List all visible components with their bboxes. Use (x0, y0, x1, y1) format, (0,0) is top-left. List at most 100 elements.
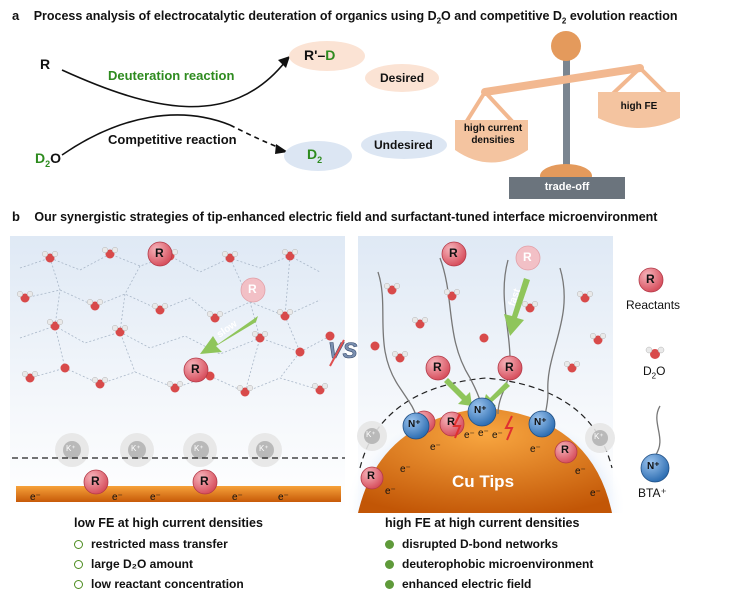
electron-label: e⁻ (150, 492, 161, 503)
hollow-bullet-icon (74, 579, 83, 589)
k-label: K⁺ (66, 444, 76, 453)
filled-bullet-icon (385, 559, 394, 569)
left-reactant-3 (83, 469, 109, 495)
part-b-header: b Our synergistic strategies of tip-enha… (12, 208, 657, 226)
right-caption-title: high FE at high current densities (385, 516, 580, 530)
left-reactant-1 (147, 241, 173, 267)
r-label: R (248, 282, 257, 296)
scale-right-pan (598, 92, 680, 128)
deuteration-label: Deuteration reaction (108, 68, 235, 83)
slow-label: slow (214, 318, 240, 341)
n-plus-label: N⁺ (474, 405, 487, 416)
r-label: R (91, 474, 100, 488)
right-reactant-1 (441, 241, 467, 267)
n-plus-label: N⁺ (408, 419, 421, 430)
undesired-label: Undesired (374, 138, 433, 152)
k-label: K⁺ (194, 444, 204, 453)
list-item: restricted mass transfer (74, 534, 263, 554)
electron-label: e⁻ (575, 466, 586, 477)
bta-head-2 (467, 397, 497, 427)
undesired-oval (361, 131, 447, 159)
lightning-right (504, 415, 514, 441)
scale-right-label: high FE (620, 101, 658, 112)
r-label: R (191, 362, 200, 376)
r-label: R (200, 474, 209, 488)
n-plus-label: N⁺ (647, 461, 660, 472)
electron-label: e⁻ (430, 442, 441, 453)
list-item: disrupted D-bond networks (385, 534, 593, 554)
legend-reactant-ball (638, 267, 664, 293)
slow-arrow (200, 316, 258, 354)
reaction-scheme (61, 31, 680, 199)
part-b-title: Our synergistic strategies of tip-enhanc… (34, 210, 658, 224)
legend-reactants: Reactants (626, 298, 681, 312)
scale-pole (563, 46, 570, 176)
scale-beam (481, 64, 644, 96)
bta-head-3 (528, 410, 556, 438)
scale-top-knob (551, 31, 581, 61)
competitive-arrow-solid (61, 114, 231, 156)
bta-head-1 (402, 412, 430, 440)
hollow-bullet-icon (74, 539, 83, 549)
tradeoff-base (509, 177, 625, 199)
r-label: R (505, 360, 514, 374)
desired-label: Desired (380, 71, 425, 85)
right-double-layer-line (359, 377, 613, 469)
product-label: R'–D (304, 47, 336, 63)
left-water-molecules (16, 246, 335, 397)
r-label: R (433, 360, 442, 374)
electron-label: e⁻ (112, 492, 123, 503)
scale-left-pan (455, 120, 528, 163)
d2-oval (284, 141, 352, 171)
competitive-label: Competitive reaction (108, 132, 237, 147)
r-label: R (155, 246, 164, 260)
legend-bta-head (640, 453, 670, 483)
right-water-molecules (370, 282, 607, 373)
r-label: R (561, 444, 569, 456)
right-reactant-3 (497, 355, 523, 381)
electron-label: e⁻ (232, 492, 243, 503)
electron-label: e⁻ (590, 488, 601, 499)
left-caption-title: low FE at high current densities (74, 516, 263, 530)
interface-diagram: VS (10, 236, 670, 513)
legend-bta-chain (654, 405, 661, 457)
deuteration-arrow (61, 61, 286, 108)
list-item: deuterophobic microenvironment (385, 554, 593, 574)
list-item: large D₂O amount (74, 554, 263, 574)
electron-label: e⁻ (530, 444, 541, 455)
filled-bullet-icon (385, 579, 394, 589)
tradeoff-label: trade-off (544, 181, 590, 193)
r-label: R (447, 416, 455, 428)
reactant-d2o: D2O (35, 150, 62, 169)
electron-label: e⁻ (478, 428, 489, 439)
fast-label: fast (506, 287, 524, 308)
left-reactant-faded (240, 277, 266, 303)
approach-arrow-left (444, 378, 472, 406)
legend-bta: BTA⁺ (638, 486, 667, 500)
right-reactant-2 (425, 355, 451, 381)
electron-label: e⁻ (278, 492, 289, 503)
electron-label: e⁻ (385, 486, 396, 497)
right-caption: high FE at high current densities disrup… (385, 516, 593, 594)
part-a-header: a Process analysis of electrocatalytic d… (12, 7, 678, 26)
reactant-r: R (40, 56, 51, 72)
left-reactant-2 (183, 357, 209, 383)
list-item: low reactant concentration (74, 574, 263, 594)
right-reactant-faded (515, 245, 541, 271)
list-item: enhanced electric field (385, 574, 593, 594)
competitive-arrowhead (275, 144, 288, 154)
panel-letter-b: b (12, 209, 20, 224)
hollow-bullet-icon (74, 559, 83, 569)
k-label: K⁺ (259, 444, 269, 453)
r-label: R (449, 246, 458, 260)
left-caption-list: restricted mass transfer large D₂O amoun… (74, 534, 263, 594)
k-label: K⁺ (366, 430, 376, 439)
electron-label: e⁻ (492, 430, 503, 441)
n-plus-label: N⁺ (534, 417, 547, 428)
legend-d2o: D2O (643, 364, 666, 381)
part-a-title: Process analysis of electrocatalytic deu… (33, 9, 678, 26)
lightning-left (452, 413, 462, 439)
panel-letter-a: a (12, 8, 20, 23)
right-reactant-6 (360, 466, 384, 490)
r-label: R (646, 272, 655, 286)
